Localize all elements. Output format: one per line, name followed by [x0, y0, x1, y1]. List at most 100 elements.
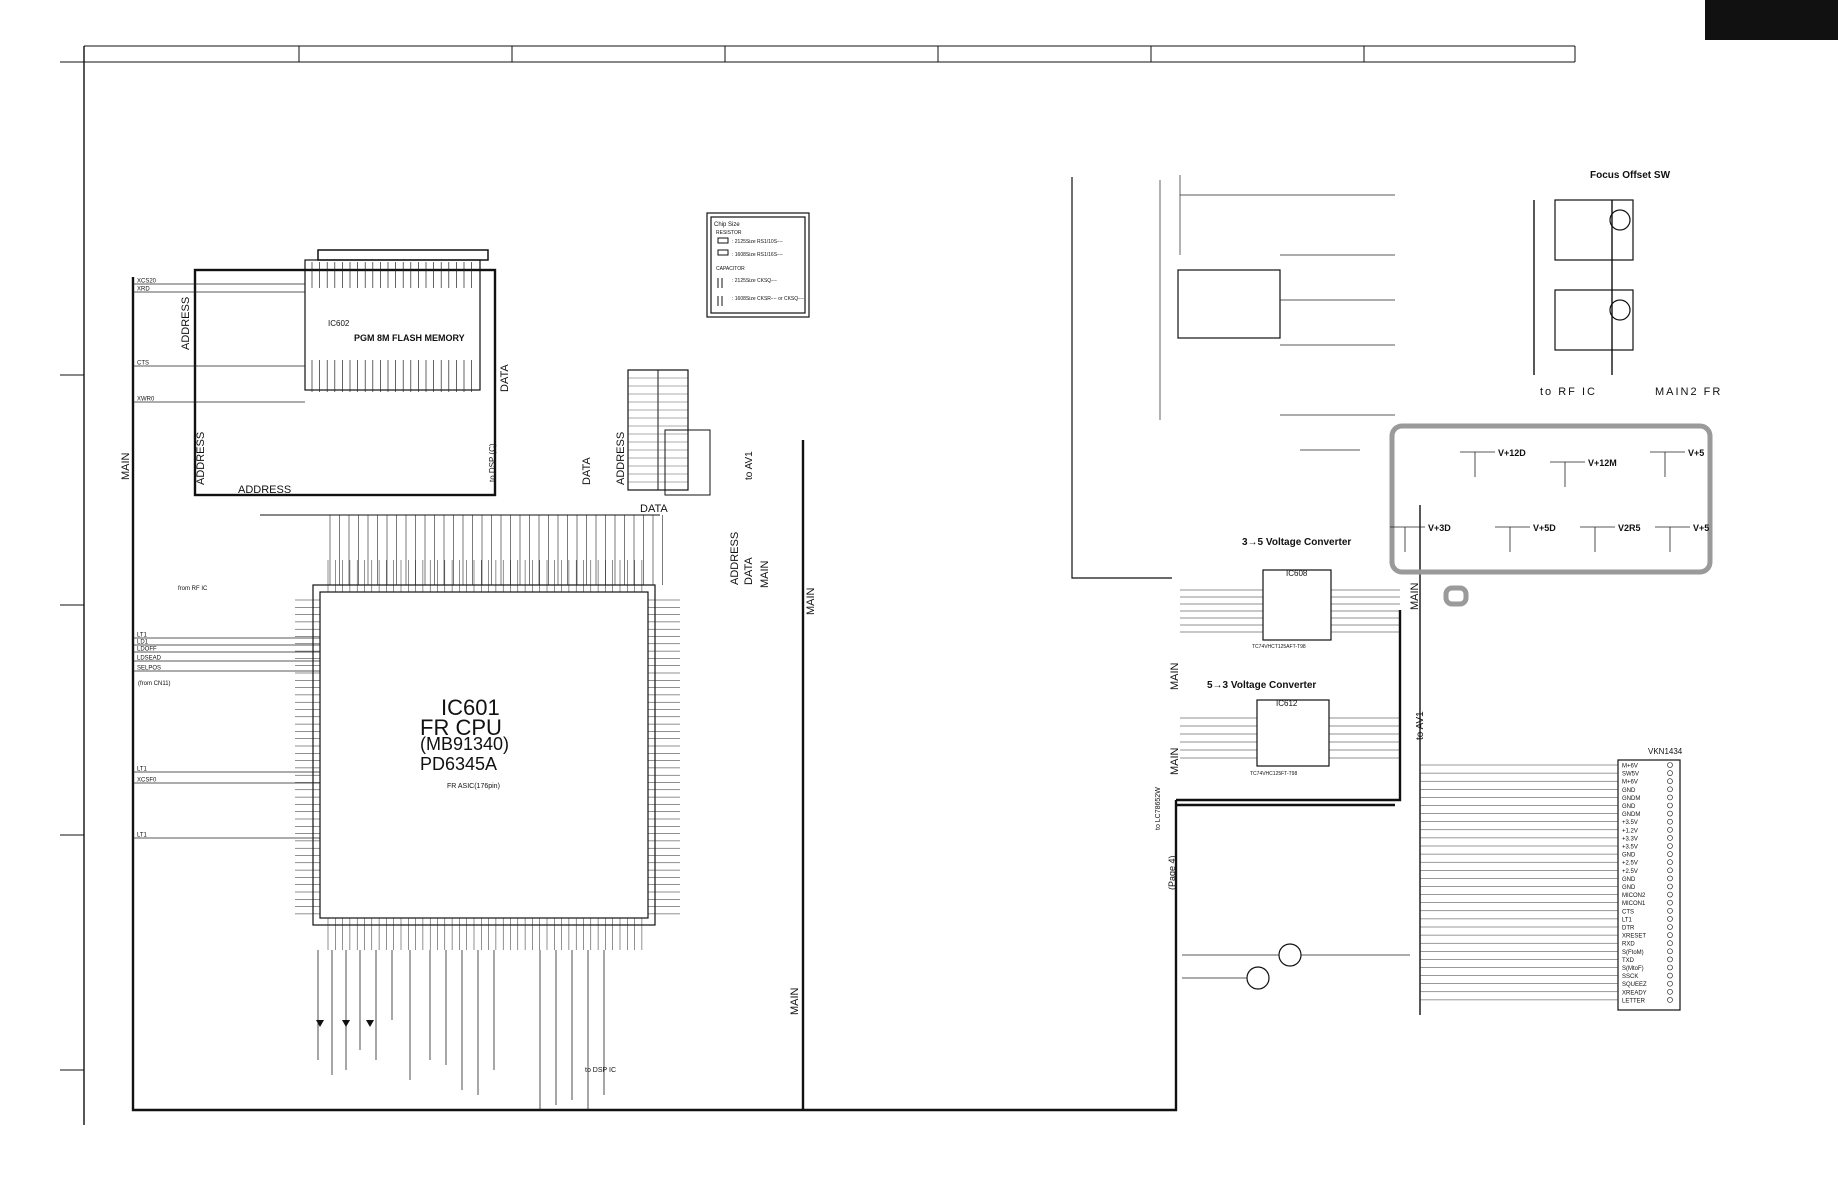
- connector-ref: VKN1434: [1648, 747, 1683, 756]
- connector-pin: [1667, 899, 1673, 906]
- chip-size-c2: : 1608Size CKSR−− or CKSQ−−: [732, 296, 804, 302]
- connector-pin: [1667, 940, 1673, 947]
- connector-pin-label: XRESET: [1622, 934, 1646, 940]
- rail-label: V+5: [1693, 523, 1709, 533]
- left-signal-label: CTS: [137, 361, 149, 367]
- connector-pin-label: M+6V: [1622, 764, 1638, 770]
- frame: [60, 0, 1838, 1125]
- connector-pin-label: M+6V: [1622, 780, 1638, 786]
- left-signal-label: LT1: [137, 633, 148, 639]
- cpu-ref: IC601: [441, 695, 500, 720]
- connector-pin-label: +3.3V: [1622, 836, 1638, 842]
- to-av1-label-2: to AV1: [1415, 711, 1426, 740]
- to-dsp-c: to DSP (C): [488, 443, 497, 482]
- ic612-ref: IC612: [1276, 699, 1298, 708]
- to-dsp-ic: to DSP IC: [585, 1067, 616, 1074]
- cpu-name: FR CPU: [420, 715, 502, 740]
- clock-generator-region: [1071, 175, 1395, 579]
- left-signal-lines: [133, 283, 320, 839]
- to-lc-label: to LC78652W: [1155, 787, 1162, 830]
- address-label-4: ADDRESS: [615, 432, 627, 485]
- converter-ics: [1180, 569, 1400, 767]
- flash-ref: IC602: [328, 319, 350, 328]
- rails-panel: [1389, 423, 1713, 607]
- connector-pin: [1667, 770, 1673, 776]
- left-signal-label: LD1: [137, 640, 149, 646]
- chip-size-title: Chip Size: [714, 222, 740, 228]
- connector-pin-label: SSCK: [1622, 974, 1638, 980]
- chip-size-legend: [706, 212, 810, 318]
- connector-pin-label: +2.5V: [1622, 861, 1638, 867]
- main-label-7: MAIN: [1409, 582, 1421, 610]
- connector-pin: [1667, 843, 1673, 849]
- arrow-marker: [366, 1020, 374, 1027]
- left-signal-label: XRD: [137, 287, 150, 293]
- main-bus: [131, 200, 1613, 1112]
- data-label-3: DATA: [640, 503, 668, 515]
- connector-pin: [1667, 907, 1673, 914]
- connector-pin: [1667, 988, 1673, 995]
- connector-pin-label: GND: [1622, 788, 1636, 794]
- left-signal-label: LDSEAD: [137, 656, 162, 662]
- connector-pin-label: GNDM: [1622, 796, 1640, 802]
- addr-data-column: [627, 369, 711, 496]
- connector-pin-label: MICON1: [1622, 901, 1646, 907]
- data-label-1: DATA: [499, 364, 511, 392]
- main-label-4: MAIN: [789, 987, 801, 1015]
- connector-pin: [1667, 891, 1673, 898]
- left-signal-label: SELPOS: [137, 666, 161, 672]
- connector-pin-label: +3.5V: [1622, 820, 1638, 826]
- connector-pin: [1667, 997, 1673, 1003]
- address-label-3: ADDRESS: [238, 484, 291, 496]
- connector-pin-label: GND: [1622, 853, 1636, 859]
- page-4: (Page 4): [1167, 855, 1177, 890]
- connector-pin: [1667, 802, 1673, 809]
- address-label-2: ADDRESS: [195, 432, 207, 485]
- left-signal-label: XCS20: [137, 279, 157, 285]
- connector-pin: [1667, 794, 1673, 801]
- transistor-area: [1182, 943, 1410, 990]
- connector-pin: [1667, 867, 1673, 874]
- cpu-bottom-signals: [316, 950, 605, 1110]
- address-label-5: ADDRESS: [729, 532, 741, 585]
- connector-pin-label: SQUEEZ: [1622, 982, 1647, 988]
- flash-memory-ic602: [193, 249, 663, 585]
- connector-pin: [1667, 818, 1673, 825]
- address-label-1: ADDRESS: [180, 297, 192, 350]
- data-label-2: DATA: [581, 457, 593, 485]
- chip-size-capacitor: CAPACITOR: [716, 266, 745, 272]
- data-column: [664, 429, 711, 496]
- connector-pin-label: S(MtoF): [1622, 966, 1644, 972]
- left-signal-label: LT1: [137, 833, 148, 839]
- connector-pin-label: XREADY: [1622, 990, 1647, 996]
- rail-label: V+12M: [1588, 458, 1617, 468]
- to-av1-label: to AV1: [744, 451, 755, 480]
- ic608-ref: IC608: [1286, 569, 1308, 578]
- connector-pin-label: LT1: [1622, 917, 1633, 923]
- main-label-6: MAIN: [1169, 747, 1181, 775]
- cpu-part1: (MB91340): [420, 734, 509, 754]
- rail-label: V+3D: [1428, 523, 1451, 533]
- rail-label: V2R5: [1618, 523, 1641, 533]
- connector-pin-label: GND: [1622, 877, 1636, 883]
- connector-vkn1434: [1420, 759, 1681, 1011]
- connector-pin-label: LETTER: [1622, 998, 1646, 1004]
- focus-offset-region: [1554, 199, 1634, 351]
- arrow-marker: [342, 1020, 350, 1027]
- arrow-marker: [316, 1020, 324, 1027]
- connector-pin: [1667, 835, 1673, 841]
- ic612-part: TC74VHC125FT-T98: [1250, 771, 1297, 777]
- connector-pin-label: GND: [1622, 804, 1636, 810]
- cpu-part2: PD6345A: [420, 754, 497, 774]
- conv35-title: 3→5 Voltage Converter: [1242, 537, 1351, 548]
- from-cn11-label: (from CN11): [138, 681, 171, 687]
- cpu-note: FR ASIC(176pin): [447, 783, 500, 790]
- main-label-1: MAIN: [120, 452, 132, 480]
- connector-pin: [1667, 932, 1673, 938]
- main-label-3: MAIN: [805, 587, 817, 615]
- connector-pin-label: GNDM: [1622, 812, 1640, 818]
- ic608-part: TC74VHCT125AFT-T98: [1252, 644, 1306, 650]
- connector-pin: [1667, 851, 1673, 857]
- connector-pin-label: MICON2: [1622, 893, 1646, 899]
